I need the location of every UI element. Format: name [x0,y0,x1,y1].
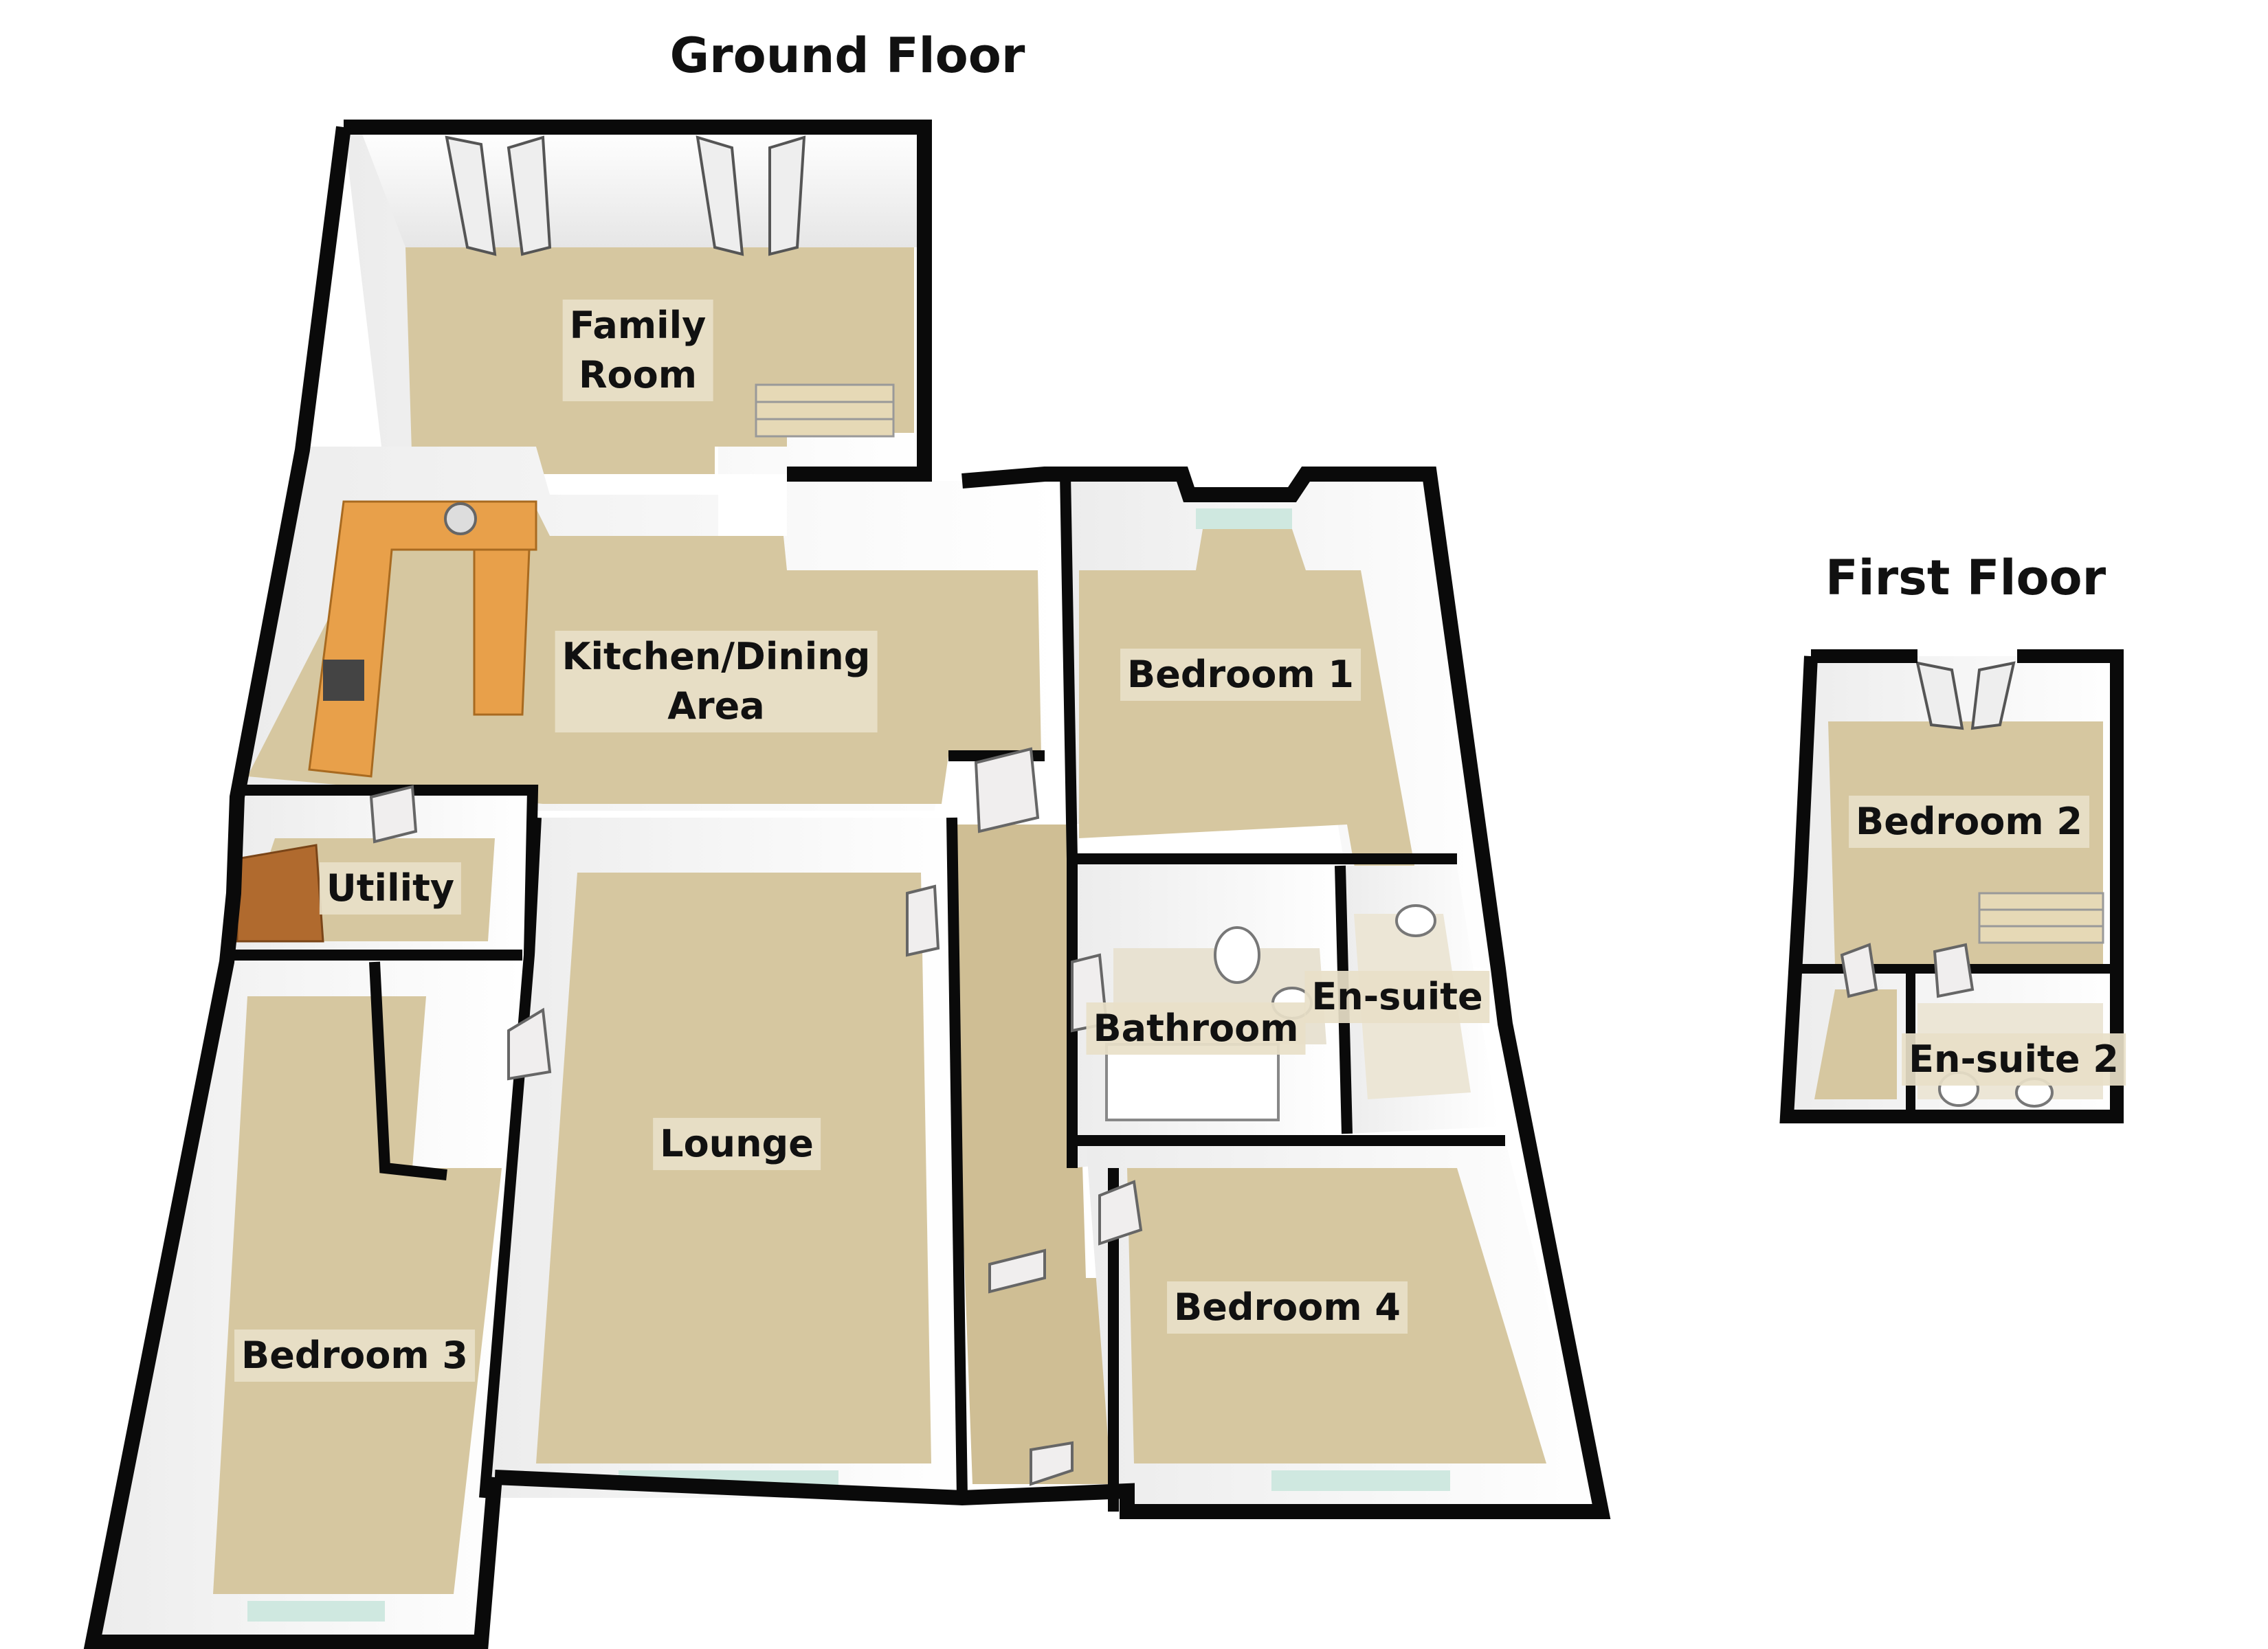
french-doors [445,135,806,256]
bath-icon [1105,1043,1280,1121]
room-label-line: Room [578,353,698,396]
ground-floor-title: Ground Floor [669,27,1025,84]
room-label-en-suite: En-suite [1304,971,1490,1023]
hob-icon [323,660,364,701]
room-label-lounge: Lounge [653,1118,821,1170]
room-label-line: Family [569,304,707,347]
room-family-room [344,127,924,474]
room-label-line: Area [667,684,765,728]
window [1271,1470,1450,1491]
basin-icon [1395,904,1436,937]
room-label-bedroom-2: Bedroom 2 [1849,796,2089,848]
sink-icon [444,502,477,535]
doors [1840,943,1975,998]
toilet-icon [1214,926,1260,984]
room-label-bedroom-1: Bedroom 1 [1120,649,1361,701]
kitchen-counter [308,500,537,778]
room-label-bedroom-3: Bedroom 3 [234,1330,475,1382]
doors [369,747,1143,1486]
first-floor-title: First Floor [1825,550,2106,606]
room-label-kitchen-dining: Kitchen/Dining Area [555,631,878,732]
room-label-utility: Utility [319,862,462,915]
window [1196,508,1292,529]
window [247,1601,385,1622]
room-label-family-room: Family Room [562,300,713,401]
stairs [755,383,895,438]
stairs [1978,892,2104,944]
room-kitchen-dining [241,447,1058,811]
ground-floor-plan [83,120,1611,1649]
hallway [948,824,1127,1484]
utility-counter [236,844,324,943]
room-label-bathroom: Bathroom [1086,1002,1306,1055]
room-label-en-suite-2: En-suite 2 [1902,1033,2126,1086]
first-floor-plan [1779,649,2124,1123]
room-label-line: Kitchen/Dining [562,635,871,678]
room-label-bedroom-4: Bedroom 4 [1167,1281,1408,1334]
room-bedroom-1 [1065,474,1498,969]
french-doors [1915,661,2016,730]
walls [83,120,1611,1649]
